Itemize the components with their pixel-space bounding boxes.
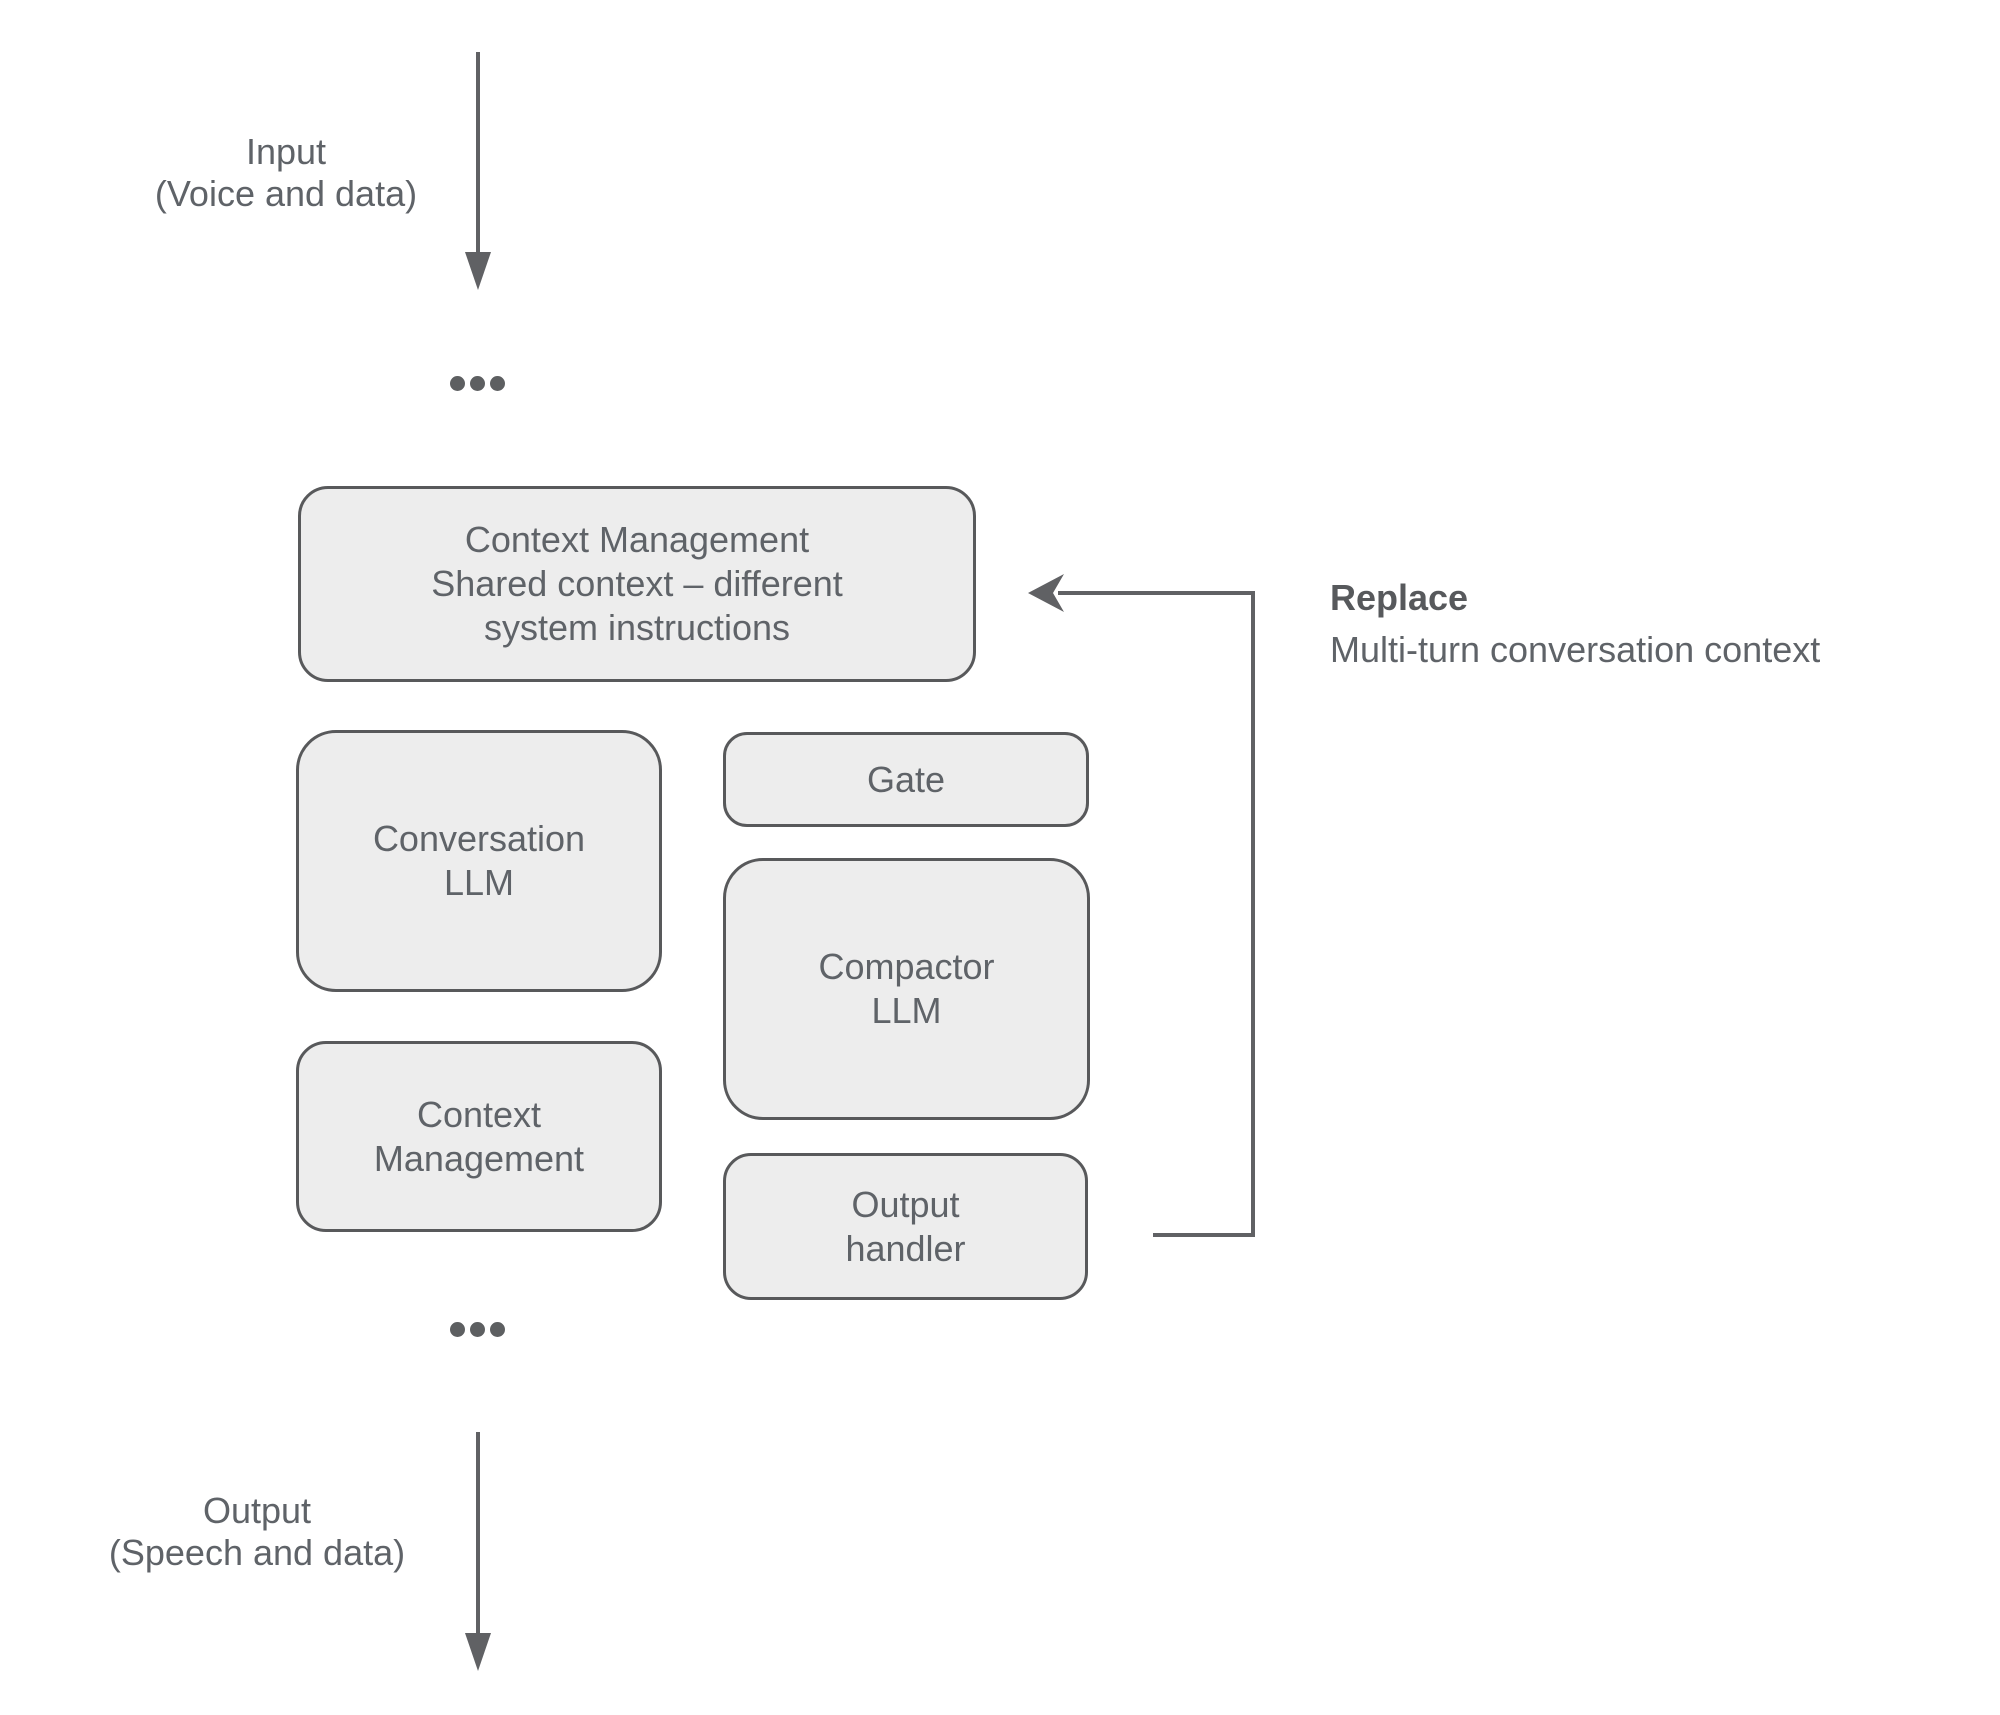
node-context-management-top: Context Management Shared context – diff…: [298, 486, 976, 682]
node-output-handler: Output handler: [723, 1153, 1088, 1300]
node-label-line: system instructions: [483, 607, 791, 648]
dot: [470, 1322, 485, 1337]
ellipsis-icon: [450, 1322, 505, 1337]
node-label-line: Context: [416, 1093, 542, 1135]
input-label: Input (Voice and data): [86, 131, 486, 215]
input-label-line2: (Voice and data): [154, 173, 418, 214]
replace-note: Replace Multi-turn conversation context: [1330, 572, 1820, 676]
node-label-line: Shared context – different: [431, 563, 843, 604]
output-label-line1: Output: [202, 1490, 312, 1531]
node-label-line: LLM: [443, 862, 515, 903]
output-label-line2: (Speech and data): [108, 1532, 406, 1573]
arrow-down-icon: [465, 1432, 491, 1671]
replace-note-title: Replace: [1330, 577, 1469, 618]
node-label-line: Conversation: [372, 818, 586, 859]
node-gate: Gate: [723, 732, 1089, 827]
node-conversation-llm: Conversation LLM: [296, 730, 662, 992]
node-label-line: handler: [845, 1227, 966, 1269]
dot: [490, 376, 505, 391]
dot: [470, 376, 485, 391]
dot: [490, 1322, 505, 1337]
node-context-management-bottom: Context Management: [296, 1041, 662, 1232]
node-label-line: Context Management: [464, 519, 810, 560]
replace-note-description: Multi-turn conversation context: [1330, 629, 1821, 670]
node-label-line: Management: [373, 1137, 585, 1179]
output-label: Output (Speech and data): [57, 1490, 457, 1574]
node-label-line: LLM: [871, 990, 942, 1031]
input-label-line1: Input: [245, 131, 327, 172]
node-label-line: Gate: [866, 758, 946, 800]
node-label-line: Compactor: [818, 946, 995, 987]
ellipsis-icon: [450, 376, 505, 391]
node-label-line: Output: [851, 1183, 960, 1225]
dot: [450, 1322, 465, 1337]
node-compactor-llm: Compactor LLM: [723, 858, 1090, 1120]
dot: [450, 376, 465, 391]
